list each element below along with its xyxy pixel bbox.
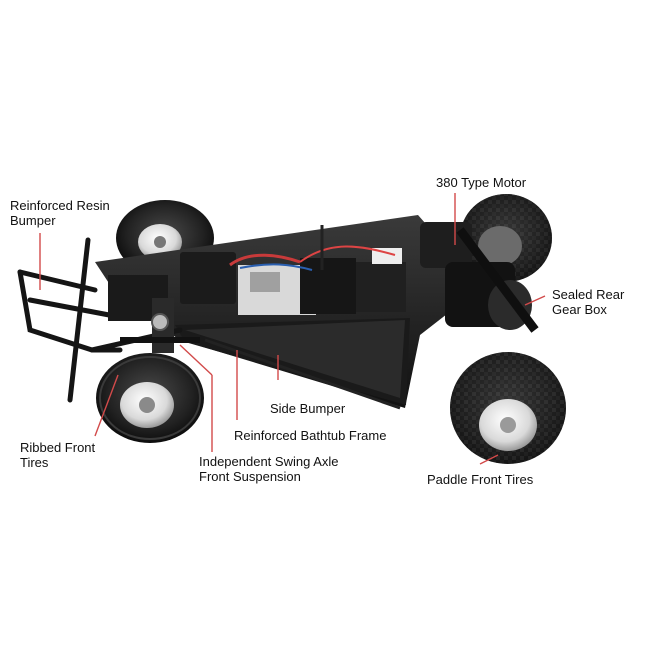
callout-line: Front Suspension [199,469,301,484]
callout-ribbed-front-tires: Ribbed Front Tires [20,440,95,470]
callout-line: Side Bumper [270,401,346,416]
callout-line: Tires [20,455,49,470]
callout-line: Sealed Rear [552,287,625,302]
electronics-bay [180,225,406,315]
rear-gearbox [420,222,539,333]
callout-380-type-motor: 380 Type Motor [436,175,526,190]
callout-line: Bumper [10,213,56,228]
callout-line: Paddle Front Tires [427,472,534,487]
callout-independent-swing-axle: Independent Swing Axle Front Suspension [199,454,339,484]
leader-lines [39,193,546,465]
callout-line: Gear Box [552,302,607,317]
callout-line: Reinforced Resin [10,198,110,213]
front-right-tire [96,353,204,443]
callout-line: Reinforced Bathtub Frame [234,428,387,443]
callout-sealed-rear-gear-box: Sealed Rear Gear Box [552,287,624,317]
callout-line: Independent Swing Axle [199,454,339,469]
callout-side-bumper: Side Bumper [270,401,345,416]
front-suspension [108,275,200,353]
callout-paddle-front-tires: Paddle Front Tires [427,472,533,487]
rear-left-tire [450,352,566,464]
callout-line: Ribbed Front [20,440,96,455]
callout-reinforced-resin-bumper: Reinforced Resin Bumper [10,198,110,228]
callout-line: 380 Type Motor [436,175,527,190]
callout-reinforced-bathtub-frame: Reinforced Bathtub Frame [234,428,386,443]
